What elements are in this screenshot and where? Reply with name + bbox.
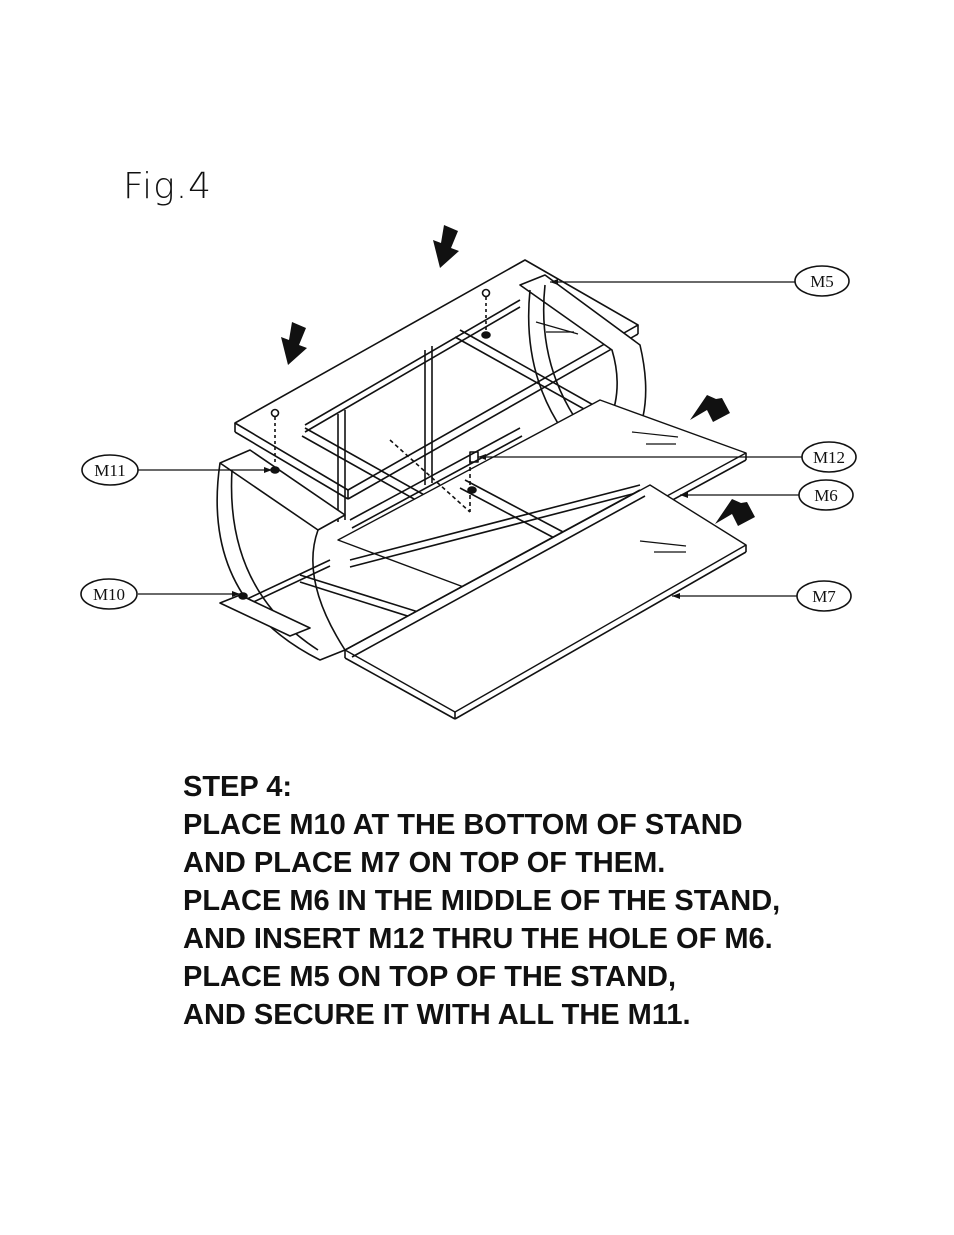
connector-m12 [467,451,479,494]
figure-title: Fig.4 [123,166,213,207]
left-end-panel [216,449,346,661]
label-m11: M11 [94,461,126,480]
label-m6: M6 [814,486,838,505]
callout-m12 [801,441,857,473]
label-m10: M10 [93,585,125,604]
instruction-line: PLACE M10 AT THE BOTTOM OF STAND [183,809,743,841]
down-arrow-left [281,322,307,365]
m10-fastener [238,592,248,600]
instruction-line: AND PLACE M7 ON TOP OF THEM. [183,847,666,879]
down-arrow-top [433,225,459,268]
assembly-instructions: STEP 4: PLACE M10 AT THE BOTTOM OF STAND… [183,768,883,1034]
bolt-m11-right [481,288,491,339]
instruction-line: PLACE M6 IN THE MIDDLE OF THE STAND, [183,885,781,917]
label-m5: M5 [810,272,834,291]
step-heading: STEP 4: [183,771,293,803]
callout-m5 [794,265,850,297]
label-m7: M7 [812,587,836,606]
instruction-line: PLACE M5 ON TOP OF THE STAND, [183,961,677,993]
callout-m10 [80,578,138,610]
label-m12: M12 [813,448,845,467]
bolt-m11-left [270,408,280,474]
left-arrow-upper [690,395,730,422]
instruction-line: AND INSERT M12 THRU THE HOLE OF M6. [183,923,773,955]
left-arrow-lower [715,499,755,526]
callout-m6 [798,479,854,511]
instruction-line: AND SECURE IT WITH ALL THE M11. [183,999,691,1031]
callout-m11 [81,454,139,486]
callout-m7 [796,580,852,612]
